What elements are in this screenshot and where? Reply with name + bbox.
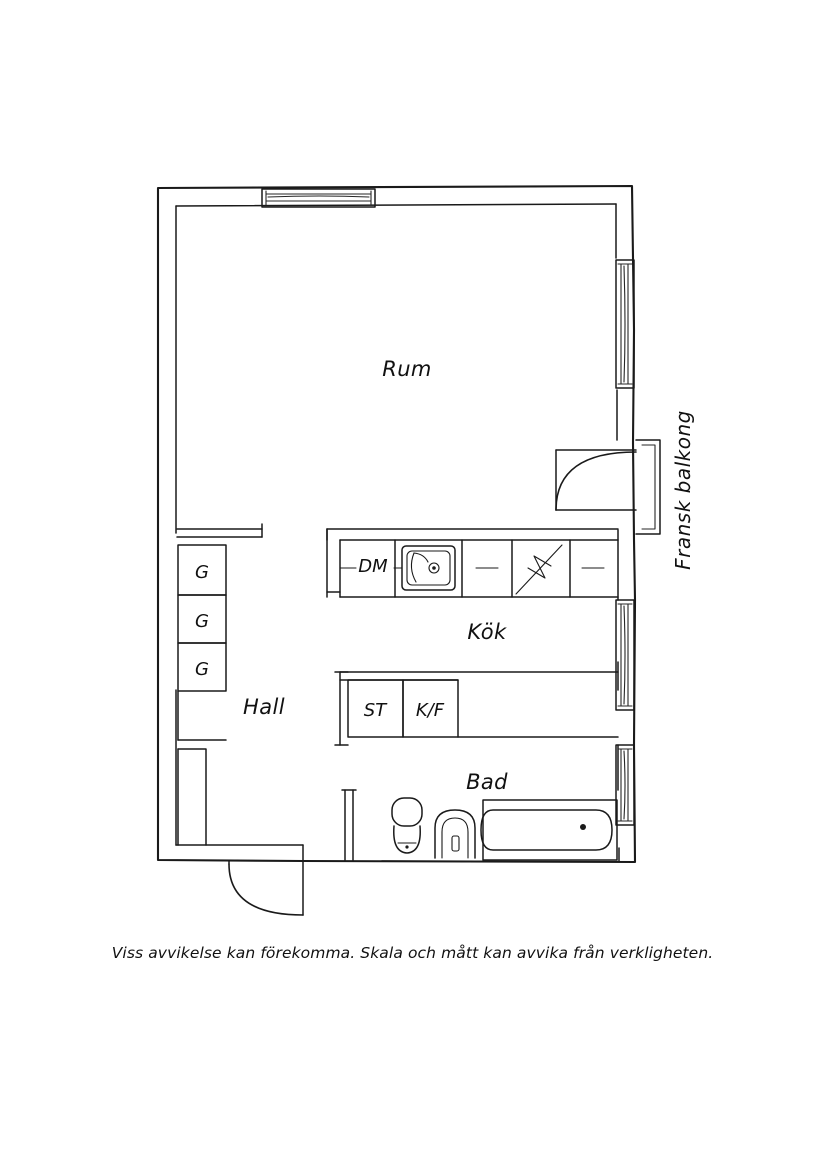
- bathtub-icon: [480, 799, 618, 861]
- hall-lower-closet: [177, 748, 207, 846]
- wash-basin-icon: [434, 809, 476, 859]
- fridge-freezer-box[interactable]: [402, 679, 459, 738]
- balcony-door-east[interactable]: [555, 439, 661, 535]
- room-label-kok: Kök: [467, 620, 507, 644]
- fixture-label-closet-3: G: [195, 659, 209, 680]
- kok-bad-partition: [341, 789, 357, 862]
- kitchen-counter-upper: [326, 528, 619, 598]
- annotation-fransk-balkong: Fransk balkong: [671, 410, 695, 570]
- fixture-label-dishwasher: DM: [358, 556, 388, 577]
- window-north[interactable]: [261, 188, 376, 208]
- fixture-label-fridge-freezer: K/F: [416, 700, 445, 721]
- fixture-label-closet-2: G: [195, 611, 209, 632]
- sink-icon: [393, 545, 456, 591]
- room-label-bad: Bad: [466, 770, 508, 794]
- bathroom-fixtures: [391, 797, 618, 861]
- fixture-label-storage: ST: [364, 700, 388, 721]
- hall-closets-group: [177, 544, 227, 741]
- fixture-label-closet-1: G: [195, 562, 209, 583]
- disclaimer-caption: Viss avvikelse kan förekomma. Skala och …: [111, 944, 714, 962]
- hall-partition-wall: [176, 523, 263, 538]
- window-east-middle[interactable]: [615, 599, 635, 711]
- entry-door-south[interactable]: [228, 860, 304, 916]
- stove-icon: [515, 544, 563, 595]
- kitchen-counter-lower: [334, 671, 619, 746]
- toilet-icon: [391, 797, 423, 854]
- closet-3-box[interactable]: [177, 642, 227, 692]
- room-label-rum: Rum: [382, 357, 432, 381]
- window-east-lower[interactable]: [615, 744, 635, 826]
- window-east-upper[interactable]: [615, 259, 635, 389]
- room-label-hall: Hall: [243, 695, 285, 719]
- outer-wall-group: [156, 184, 637, 864]
